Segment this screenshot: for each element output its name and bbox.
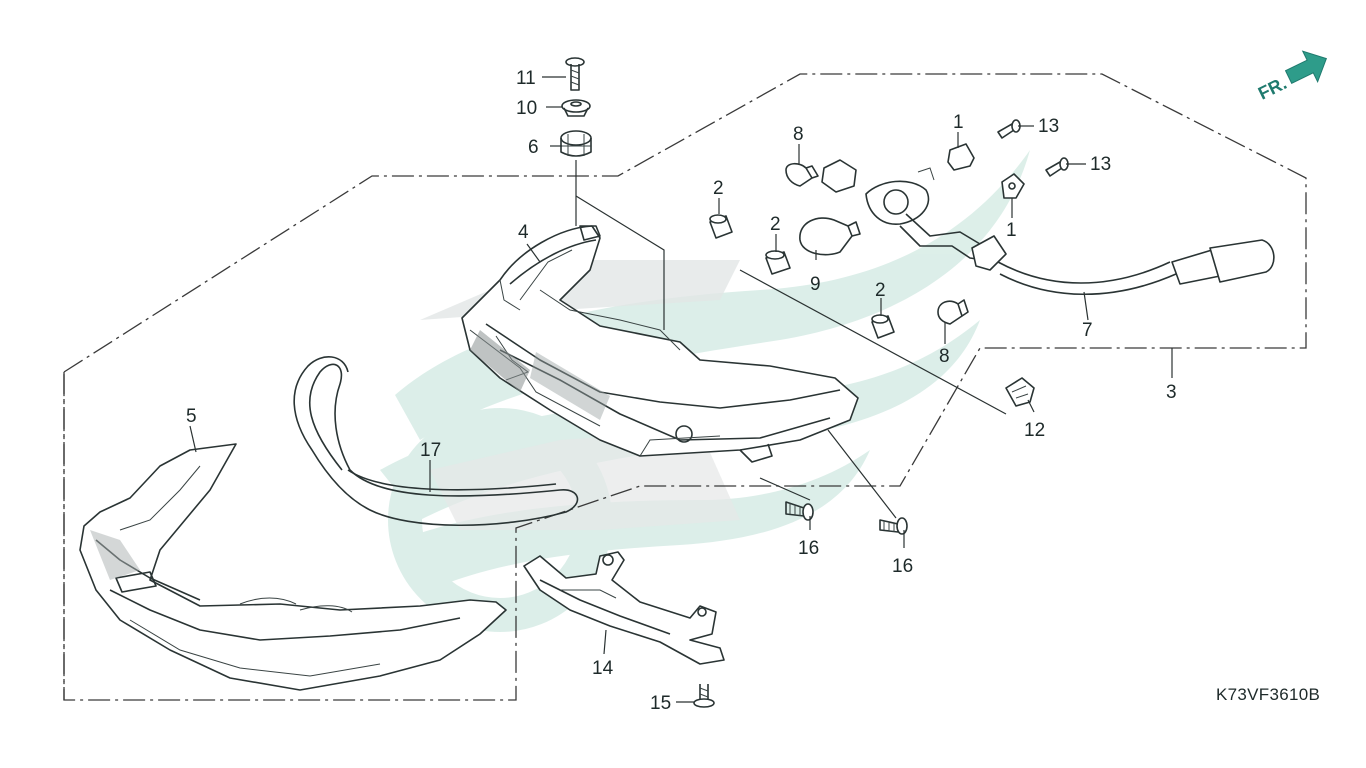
part-5-lower-cover — [79, 443, 507, 691]
label-part-9: 9 — [810, 274, 821, 295]
part-14-bracket — [523, 551, 725, 665]
label-part-14: 14 — [592, 658, 614, 679]
part-13-screw-a — [997, 119, 1021, 139]
part-labels: 11 10 6 4 5 17 2 2 2 8 9 8 1 1 13 13 7 3… — [186, 68, 1177, 714]
part-11-screw — [565, 57, 585, 91]
part-15-screw — [693, 684, 715, 708]
label-part-10: 10 — [516, 98, 537, 119]
part-2-sleeve-b — [765, 250, 791, 275]
part-10-washer — [561, 99, 591, 117]
label-part-8a: 8 — [793, 124, 804, 145]
part-2-sleeve-c — [871, 314, 895, 339]
part-1-holder-a — [947, 143, 975, 171]
part-6-grommet — [560, 130, 592, 157]
label-part-17: 17 — [420, 440, 441, 461]
label-part-2b: 2 — [770, 214, 781, 235]
label-part-12: 12 — [1024, 420, 1045, 441]
part-16-screw-b — [879, 517, 908, 535]
part-12-clip-nut — [1005, 377, 1035, 407]
assembly-boundaries — [63, 73, 1307, 701]
label-part-16a: 16 — [798, 538, 819, 559]
label-part-13b: 13 — [1090, 154, 1111, 175]
label-part-2a: 2 — [713, 178, 724, 199]
front-indicator-label: FR. — [1255, 73, 1290, 104]
label-part-1a: 1 — [953, 112, 964, 133]
front-arrow-icon: FR. — [1255, 50, 1328, 104]
label-part-2c: 2 — [875, 280, 886, 301]
label-part-11: 11 — [516, 68, 536, 89]
label-part-5: 5 — [186, 406, 197, 427]
part-1-holder-b — [1001, 173, 1025, 199]
part-8-bulb-a — [785, 162, 819, 187]
part-7-socket-harness — [821, 159, 1275, 296]
label-part-16b: 16 — [892, 556, 913, 577]
leader-lines — [189, 76, 1173, 703]
label-part-4: 4 — [518, 222, 529, 243]
label-part-1b: 1 — [1006, 220, 1017, 241]
part-8-bulb-b — [937, 299, 969, 325]
part-17-seal — [293, 356, 579, 527]
label-part-6: 6 — [528, 137, 539, 158]
part-9-bulb — [799, 217, 861, 256]
diagram-code: K73VF3610B — [1216, 685, 1320, 704]
label-part-15: 15 — [650, 693, 671, 714]
label-part-8b: 8 — [939, 346, 950, 367]
label-part-3: 3 — [1166, 382, 1177, 403]
label-part-7: 7 — [1082, 320, 1093, 341]
part-4-upper-housing — [461, 225, 859, 463]
label-part-13a: 13 — [1038, 116, 1059, 137]
part-2-sleeve-a — [709, 214, 733, 239]
part-13-screw-b — [1045, 157, 1069, 177]
